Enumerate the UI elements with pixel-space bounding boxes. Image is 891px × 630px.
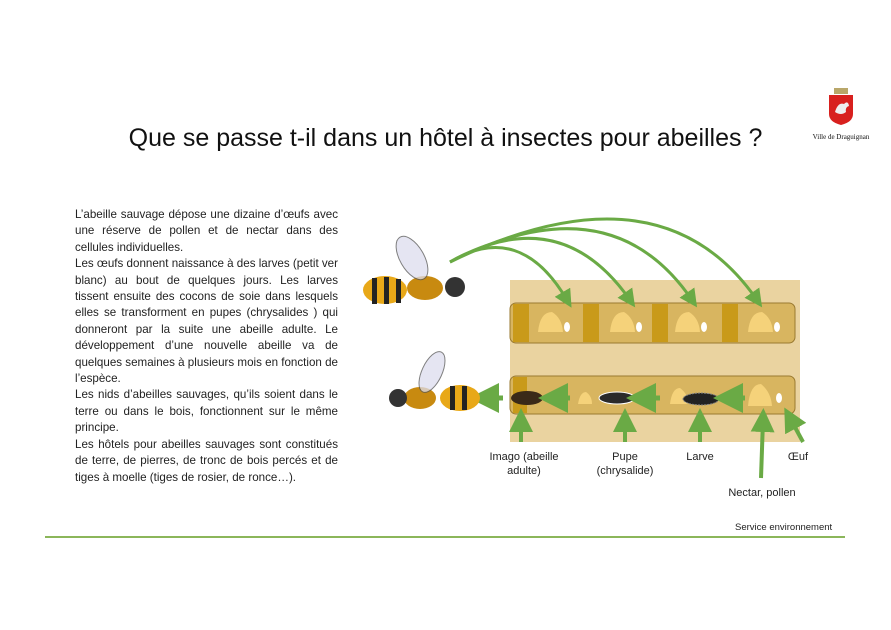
body-text: L’abeille sauvage dépose une dizaine d’œ…: [75, 207, 338, 486]
footer-divider: [45, 536, 845, 538]
paragraph: L’abeille sauvage dépose une dizaine d’œ…: [75, 208, 338, 254]
logo: Ville de Draguignan: [812, 88, 870, 141]
egg-icon: [776, 393, 782, 403]
pupa-icon: [598, 391, 636, 405]
larva-icon: [682, 392, 720, 406]
paragraph: Les nids d’abeilles sauvages, qu’ils soi…: [75, 388, 338, 435]
bee-icon: [389, 351, 480, 411]
bee-icon: [363, 235, 465, 304]
footer-service: Service environnement: [735, 522, 833, 533]
label-arrows: [509, 407, 807, 479]
label-imago: Imago (abeille adulte): [489, 451, 559, 477]
imago-icon: [511, 391, 543, 405]
label-larve: Larve: [686, 451, 714, 463]
label-oeuf: Œuf: [787, 451, 809, 463]
top-tube: [509, 302, 796, 344]
bottom-tube: [509, 375, 796, 415]
label-pupe: Pupe (chrysalide): [596, 451, 654, 477]
label-nectar: Nectar, pollen: [728, 487, 796, 499]
egg-laying-arrows: [449, 217, 763, 308]
pollen-icon: [578, 392, 592, 404]
page-title: Que se passe t-il dans un hôtel à insect…: [128, 124, 763, 152]
paragraph: Les hôtels pour abeilles sauvages sont c…: [75, 437, 338, 484]
coat-of-arms-icon: [829, 88, 853, 125]
logo-text: Ville de Draguignan: [812, 133, 870, 141]
paragraph: Les œufs donnent naissance à des larves …: [75, 257, 338, 386]
